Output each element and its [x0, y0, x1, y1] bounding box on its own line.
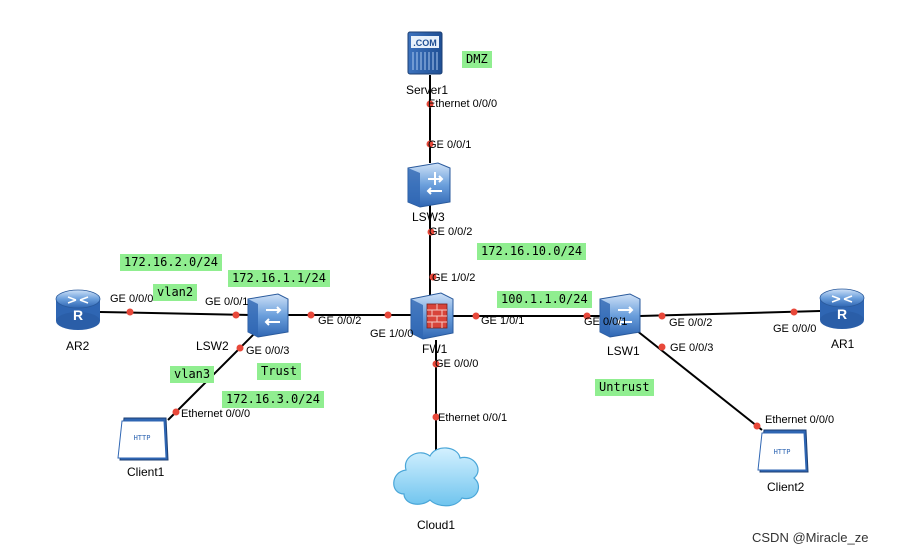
port-label: GE 0/0/2	[429, 226, 473, 238]
port-label: GE 0/0/1	[584, 316, 628, 328]
switch-icon[interactable]	[599, 293, 641, 338]
port-dot	[384, 311, 392, 319]
router-icon[interactable]: R	[819, 288, 865, 329]
device-label-lsw1: LSW1	[607, 344, 640, 358]
port-dot	[658, 312, 666, 320]
port-dot	[753, 422, 761, 430]
zone-tag-trust: Trust	[257, 363, 302, 380]
http-icon-text: HTTP	[134, 434, 151, 442]
subnet-tag: 172.16.2.0/24	[120, 254, 222, 271]
port-dot	[426, 100, 434, 108]
router-icon-text: R	[837, 306, 847, 322]
link-ar2-lsw2	[99, 311, 251, 316]
device-label-client1: Client1	[127, 465, 165, 479]
device-label-ar1: AR1	[831, 337, 855, 351]
client-icon[interactable]: HTTP	[117, 417, 169, 461]
port-dot	[472, 312, 480, 320]
device-label-ar2: AR2	[66, 339, 90, 353]
device-label-lsw3: LSW3	[412, 210, 445, 224]
port-label: GE 0/0/3	[246, 345, 290, 357]
port-dot	[172, 408, 180, 416]
port-label: Ethernet 0/0/0	[428, 98, 498, 110]
port-dots	[126, 100, 798, 430]
port-label: GE 0/0/1	[428, 139, 472, 151]
vlan-tag: vlan2	[153, 284, 198, 301]
port-label: Ethernet 0/0/1	[438, 412, 508, 424]
port-label: GE 1/0/1	[481, 315, 525, 327]
port-dot	[307, 311, 315, 319]
port-dot	[432, 360, 440, 368]
ip-tag: 172.16.1.1/24	[228, 270, 330, 287]
port-label: GE 1/0/2	[432, 272, 476, 284]
device-label-client2: Client2	[767, 480, 805, 494]
switch-icon[interactable]	[247, 293, 289, 338]
port-dot	[429, 273, 437, 281]
port-label: GE 0/0/2	[669, 317, 713, 329]
subnet-tag: 172.16.3.0/24	[222, 391, 324, 408]
watermark: CSDN @Miracle_ze	[752, 530, 869, 545]
device-label-lsw2: LSW2	[196, 339, 229, 353]
subnet-tag: 100.1.1.0/24	[497, 291, 592, 308]
port-label: GE 1/0/0	[370, 328, 414, 340]
switch-icon[interactable]	[407, 162, 451, 208]
port-dot	[426, 140, 434, 148]
device-label-server1: Server1	[406, 83, 449, 97]
port-dot	[232, 311, 240, 319]
http-icon-text: HTTP	[774, 448, 791, 456]
port-dot	[126, 308, 134, 316]
port-dot	[583, 312, 591, 320]
router-icon-text: R	[73, 307, 83, 323]
port-dot	[432, 413, 440, 421]
port-label: GE 0/0/0	[110, 293, 154, 305]
vlan-tag: vlan3	[170, 366, 215, 383]
port-label: GE 0/0/2	[318, 315, 362, 327]
port-label: Ethernet 0/0/0	[765, 414, 835, 426]
router-icon[interactable]: R	[55, 289, 101, 330]
zone-tag-dmz: DMZ	[462, 51, 492, 68]
link-lsw1-client2	[635, 329, 763, 431]
link-lsw1-ar1	[639, 310, 821, 317]
port-dot	[658, 343, 666, 351]
server-icon[interactable]: .COM	[407, 31, 443, 75]
port-label: GE 0/0/3	[670, 342, 714, 354]
port-label: GE 0/0/0	[435, 358, 479, 370]
client-icon[interactable]: HTTP	[757, 429, 809, 473]
device-label-cloud1: Cloud1	[417, 518, 456, 532]
port-label: Ethernet 0/0/0	[181, 408, 251, 420]
port-label: GE 0/0/1	[205, 296, 249, 308]
port-dot	[790, 308, 798, 316]
device-label-fw1: FW1	[422, 342, 448, 356]
port-label: GE 0/0/0	[773, 323, 817, 335]
port-dot	[427, 228, 435, 236]
cloud-icon[interactable]	[393, 447, 479, 507]
port-dot	[236, 344, 244, 352]
subnet-tag: 172.16.10.0/24	[477, 243, 587, 260]
zone-tag-untrust: Untrust	[595, 379, 654, 396]
server-icon-text: .COM	[413, 38, 437, 48]
firewall-icon[interactable]	[410, 292, 454, 340]
